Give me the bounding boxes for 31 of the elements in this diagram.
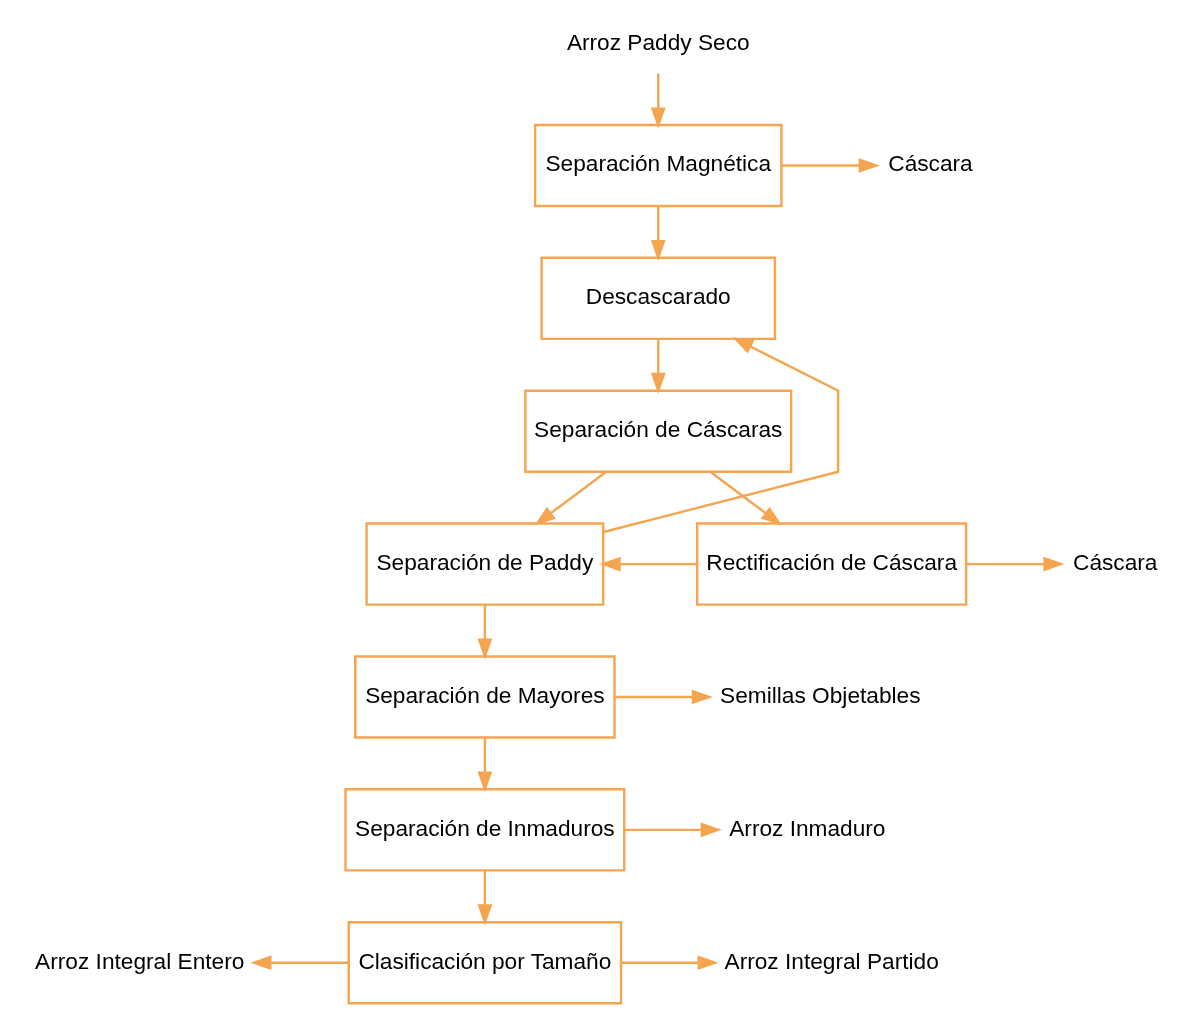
- arrow: [650, 206, 666, 262]
- node-box: Separación de Inmaduros: [343, 788, 625, 872]
- node-box: Separación de Cáscaras: [523, 389, 792, 473]
- arrow: [602, 337, 839, 534]
- node-text: Cáscara: [1072, 549, 1157, 576]
- node-text: Semillas Objetables: [719, 681, 920, 708]
- arrow: [781, 158, 880, 173]
- node-text: Arroz Inmaduro: [728, 814, 885, 841]
- node-text: Arroz Integral Entero: [34, 947, 244, 974]
- arrow: [477, 737, 492, 793]
- node-text: Arroz Paddy Seco: [566, 28, 750, 55]
- node-text: Arroz Integral Partido: [724, 947, 939, 974]
- arrow: [650, 338, 666, 394]
- node-box: Separación Magnética: [533, 123, 783, 208]
- arrow: [709, 470, 782, 526]
- node-box: Descascarado: [539, 256, 776, 341]
- node-box: Rectificación de Cáscara: [695, 522, 967, 606]
- arrow: [620, 955, 719, 971]
- arrow: [249, 955, 349, 971]
- arrow: [477, 604, 492, 660]
- node-box: Clasificación por Tamaño: [347, 921, 622, 1005]
- arrow: [534, 470, 607, 526]
- arrow: [965, 556, 1064, 572]
- arrow: [599, 556, 697, 572]
- node-text: Cáscara: [887, 150, 973, 177]
- arrow: [650, 73, 666, 129]
- node-box: Separación de Mayores: [353, 655, 616, 739]
- node-box: Separación de Paddy: [364, 522, 604, 606]
- arrow: [614, 689, 713, 705]
- arrow: [624, 822, 722, 838]
- arrow: [477, 870, 492, 926]
